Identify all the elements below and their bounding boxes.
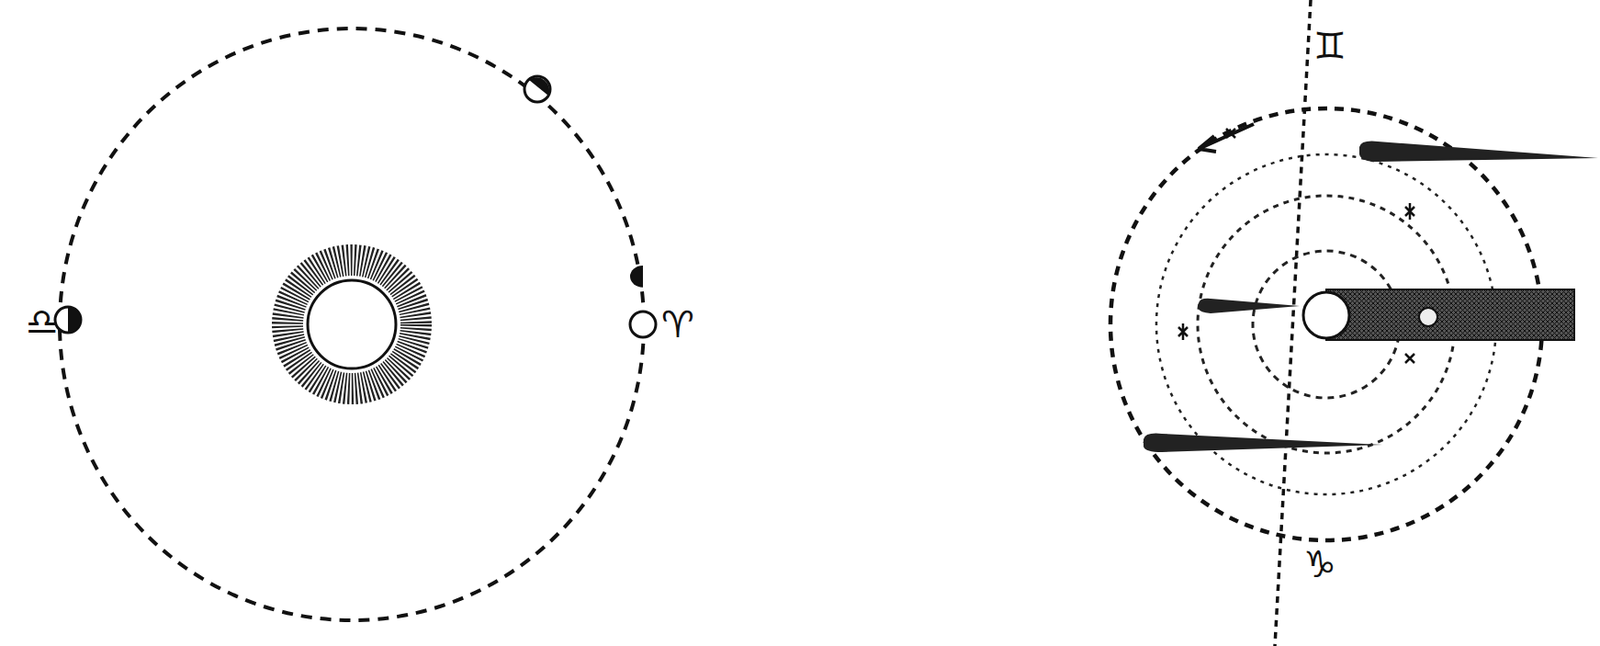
orbit-figure <box>55 28 656 620</box>
small-body <box>1419 307 1438 327</box>
comet-upper <box>1359 141 1599 162</box>
comet-small <box>1198 298 1300 314</box>
star-marks <box>1178 128 1415 363</box>
planet-left <box>55 306 81 333</box>
motion-arrow <box>1198 123 1254 152</box>
planet-right <box>630 265 656 338</box>
shadow-figure <box>1110 0 1599 646</box>
central-body <box>1303 292 1350 339</box>
shadow-band <box>1326 289 1575 340</box>
orbit-path <box>59 28 644 620</box>
comet-lower <box>1143 433 1383 452</box>
planet-top <box>524 76 551 102</box>
zodiac-sign: ♑ <box>1303 545 1337 583</box>
zodiac-sign: ♈ <box>661 305 695 343</box>
zodiac-sign: ♊ <box>1313 27 1347 65</box>
sun <box>287 259 417 389</box>
zodiac-sign: ♎ <box>25 303 59 340</box>
